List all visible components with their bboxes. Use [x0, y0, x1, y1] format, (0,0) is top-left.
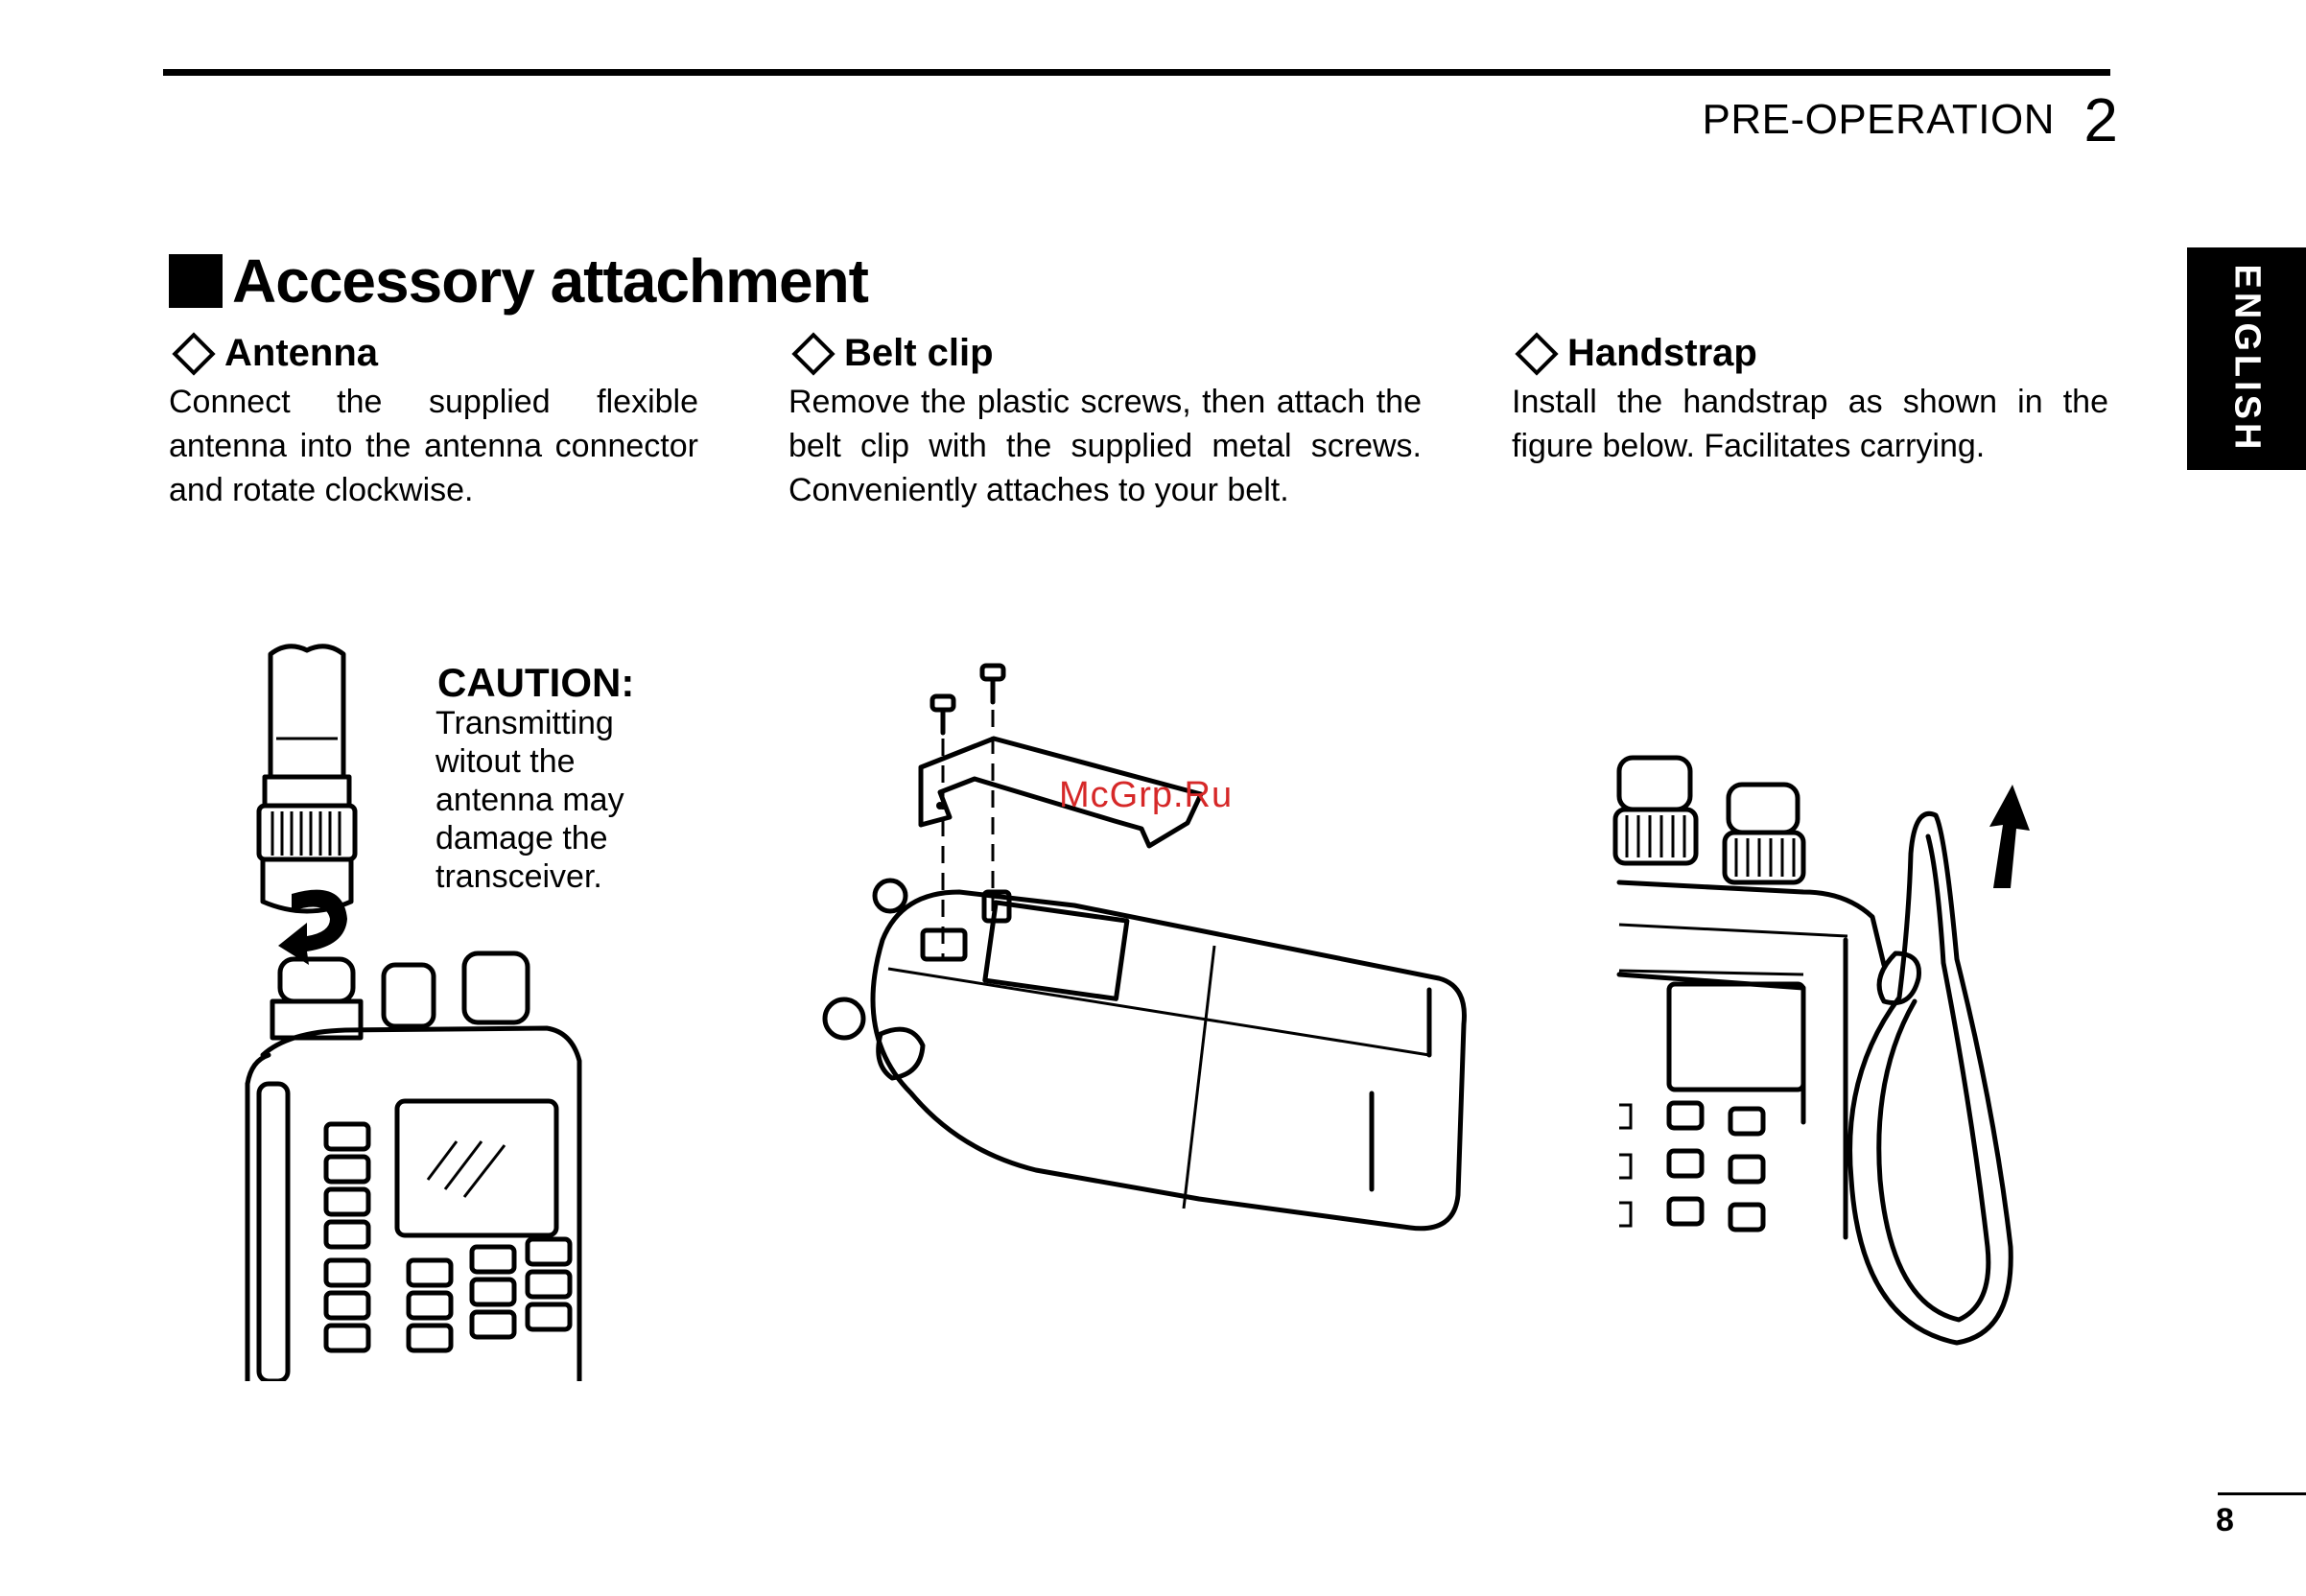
caution-text: Transmitting witout the antenna may dama… — [435, 705, 624, 895]
page-title-text: Accessory attachment — [232, 246, 869, 316]
diamond-icon — [791, 331, 835, 376]
caution-title: CAUTION: — [437, 660, 635, 705]
language-tab: ENGLISH — [2187, 247, 2306, 470]
language-tab-label: ENGLISH — [2226, 264, 2268, 454]
page-number-rule — [2218, 1492, 2306, 1495]
handstrap-illustration — [1612, 755, 2030, 1346]
watermark: McGrp.Ru — [1059, 775, 1234, 815]
antenna-text: Connect the supplied flexible antenna in… — [169, 384, 698, 508]
square-bullet-icon — [169, 254, 223, 308]
section-title: PRE-OPERATION — [1702, 96, 2055, 143]
belt-clip-illustration — [822, 663, 1467, 1232]
top-rule — [163, 69, 2110, 76]
diamond-icon — [1515, 331, 1559, 376]
handstrap-text: Install the handstrap as shown in the fi… — [1512, 384, 2108, 464]
belt-clip-text: Remove the plastic screws, then attach t… — [788, 384, 1422, 508]
page-title: Accessory attachment — [169, 246, 869, 317]
handstrap-heading: Handstrap — [1512, 331, 1757, 376]
antenna-heading: Antenna — [169, 331, 378, 376]
antenna-illustration — [245, 644, 582, 1381]
section-number: 2 — [2083, 85, 2118, 154]
diamond-icon — [172, 331, 216, 376]
page-number: 8 — [2216, 1502, 2234, 1538]
belt-clip-heading: Belt clip — [788, 331, 994, 376]
